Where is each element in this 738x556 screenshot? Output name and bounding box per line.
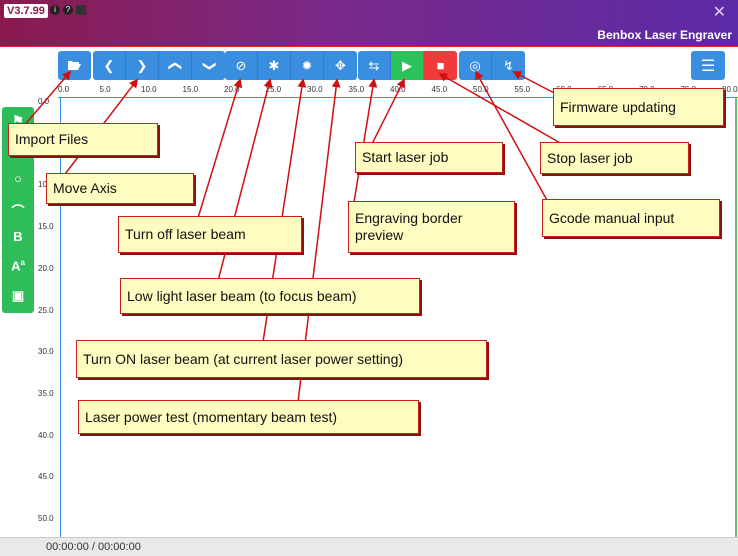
title-bar: V3.7.99 i ? ✕ Benbox Laser Engraver bbox=[0, 0, 738, 47]
ruler-left-tick: 30.0 bbox=[38, 347, 54, 357]
note-move-axis: Move Axis bbox=[46, 173, 194, 204]
ruler-top-tick: 40.0 bbox=[390, 85, 406, 94]
text-style-tool[interactable]: Aa bbox=[11, 258, 25, 274]
info-icon[interactable]: i bbox=[50, 5, 60, 15]
crosshair-icon: ✥ bbox=[335, 57, 346, 73]
text-bold-tool[interactable]: B bbox=[13, 229, 23, 244]
stop-icon: ■ bbox=[436, 58, 445, 73]
menu-button[interactable]: ☰ bbox=[691, 51, 725, 80]
move-left-button[interactable]: ❮ bbox=[93, 51, 126, 80]
ban-icon: ⊘ bbox=[235, 57, 247, 73]
help-icon[interactable]: ? bbox=[63, 5, 73, 15]
target-icon: ◎ bbox=[469, 57, 481, 73]
ruler-top-tick: 25.0 bbox=[265, 85, 282, 94]
ruler-top-tick: 20.0 bbox=[224, 85, 240, 94]
border-preview-button[interactable]: ⇆ bbox=[358, 51, 391, 80]
ruler-top-tick: 80.0 bbox=[722, 85, 738, 94]
ruler-left-tick: 10.0 bbox=[38, 180, 54, 189]
app-title: Benbox Laser Engraver bbox=[597, 28, 732, 42]
move-up-button[interactable]: ❮ bbox=[159, 51, 192, 80]
ruler-top-tick: 30.0 bbox=[307, 85, 323, 94]
power-test-button[interactable]: ✥ bbox=[324, 51, 357, 80]
ruler-left-tick: 40.0 bbox=[38, 430, 54, 440]
titlebar-icons: i ? bbox=[50, 5, 86, 15]
note-start-job: Start laser job bbox=[355, 142, 503, 173]
job-timer: 00:00:00 / 00:00:00 bbox=[46, 541, 141, 553]
note-power-test: Laser power test (momentary beam test) bbox=[78, 400, 419, 434]
sun-icon: ✹ bbox=[301, 57, 313, 73]
asterisk-icon: ✱ bbox=[268, 57, 280, 73]
laser-on-button[interactable]: ✹ bbox=[291, 51, 324, 80]
retweet-icon: ⇆ bbox=[368, 57, 380, 73]
flag-icon[interactable] bbox=[76, 5, 86, 15]
start-job-button[interactable]: ▶ bbox=[391, 51, 424, 80]
ruler-top-tick: 15.0 bbox=[182, 85, 199, 94]
laser-off-button[interactable]: ⊘ bbox=[225, 51, 258, 80]
ruler-left-tick: 45.0 bbox=[38, 472, 54, 482]
version-badge: V3.7.99 bbox=[4, 4, 48, 18]
note-turn-off: Turn off laser beam bbox=[118, 216, 302, 253]
laser-group: ⊘ ✱ ✹ ✥ bbox=[225, 51, 357, 80]
arc-icon[interactable]: ⌒ bbox=[11, 204, 25, 219]
circle-icon[interactable]: ○ bbox=[14, 171, 22, 186]
ruler-left-tick: 20.0 bbox=[38, 263, 54, 273]
note-stop-job: Stop laser job bbox=[540, 142, 689, 174]
ruler-left-tick: 50.0 bbox=[38, 514, 54, 523]
ruler-top-tick: 55.0 bbox=[514, 85, 531, 94]
move-right-button[interactable]: ❯ bbox=[126, 51, 159, 80]
ruler-left-tick: 25.0 bbox=[38, 305, 54, 315]
move-down-button[interactable]: ❮ bbox=[192, 51, 225, 80]
note-border-preview: Engraving border preview bbox=[348, 201, 515, 253]
ruler-left-tick: 0.0 bbox=[38, 97, 50, 106]
chevron-left-icon: ❮ bbox=[103, 57, 115, 73]
ruler-top-tick: 5.0 bbox=[99, 85, 111, 94]
folder-open-icon bbox=[68, 61, 81, 70]
ruler-top-tick: 10.0 bbox=[141, 85, 157, 94]
ruler-top-tick: 45.0 bbox=[431, 85, 448, 94]
note-gcode: Gcode manual input bbox=[542, 199, 720, 237]
note-firmware: Firmware updating bbox=[553, 88, 724, 126]
ruler-left-tick: 35.0 bbox=[38, 388, 54, 398]
image-icon[interactable]: ▣ bbox=[11, 288, 25, 303]
left-ruler: 0.05.010.015.020.025.030.035.040.045.050… bbox=[38, 97, 61, 537]
menu-icon: ☰ bbox=[700, 57, 716, 75]
firmware-update-button[interactable]: ↯ bbox=[492, 51, 525, 80]
low-light-button[interactable]: ✱ bbox=[258, 51, 291, 80]
canvas-right-border bbox=[735, 97, 737, 537]
bolt-icon: ↯ bbox=[503, 57, 514, 73]
note-turn-on: Turn ON laser beam (at current laser pow… bbox=[76, 340, 487, 378]
status-bar: 00:00:00 / 00:00:00 bbox=[0, 537, 738, 556]
system-group: ◎ ↯ bbox=[459, 51, 525, 80]
ruler-top-tick: 0.0 bbox=[58, 85, 70, 94]
move-axis-group: ❮ ❯ ❮ ❮ bbox=[93, 51, 225, 80]
ruler-left-tick: 15.0 bbox=[38, 222, 54, 232]
ruler-top-tick: 35.0 bbox=[348, 85, 365, 94]
tag-icon[interactable]: ⚑ bbox=[12, 113, 24, 128]
ruler-top-tick: 50.0 bbox=[473, 85, 489, 94]
close-icon[interactable]: ✕ bbox=[712, 4, 726, 21]
note-low-light: Low light laser beam (to focus beam) bbox=[120, 278, 420, 314]
chevron-right-icon: ❯ bbox=[136, 57, 148, 73]
play-icon: ▶ bbox=[402, 57, 412, 73]
note-import-files: Import Files bbox=[8, 123, 158, 156]
